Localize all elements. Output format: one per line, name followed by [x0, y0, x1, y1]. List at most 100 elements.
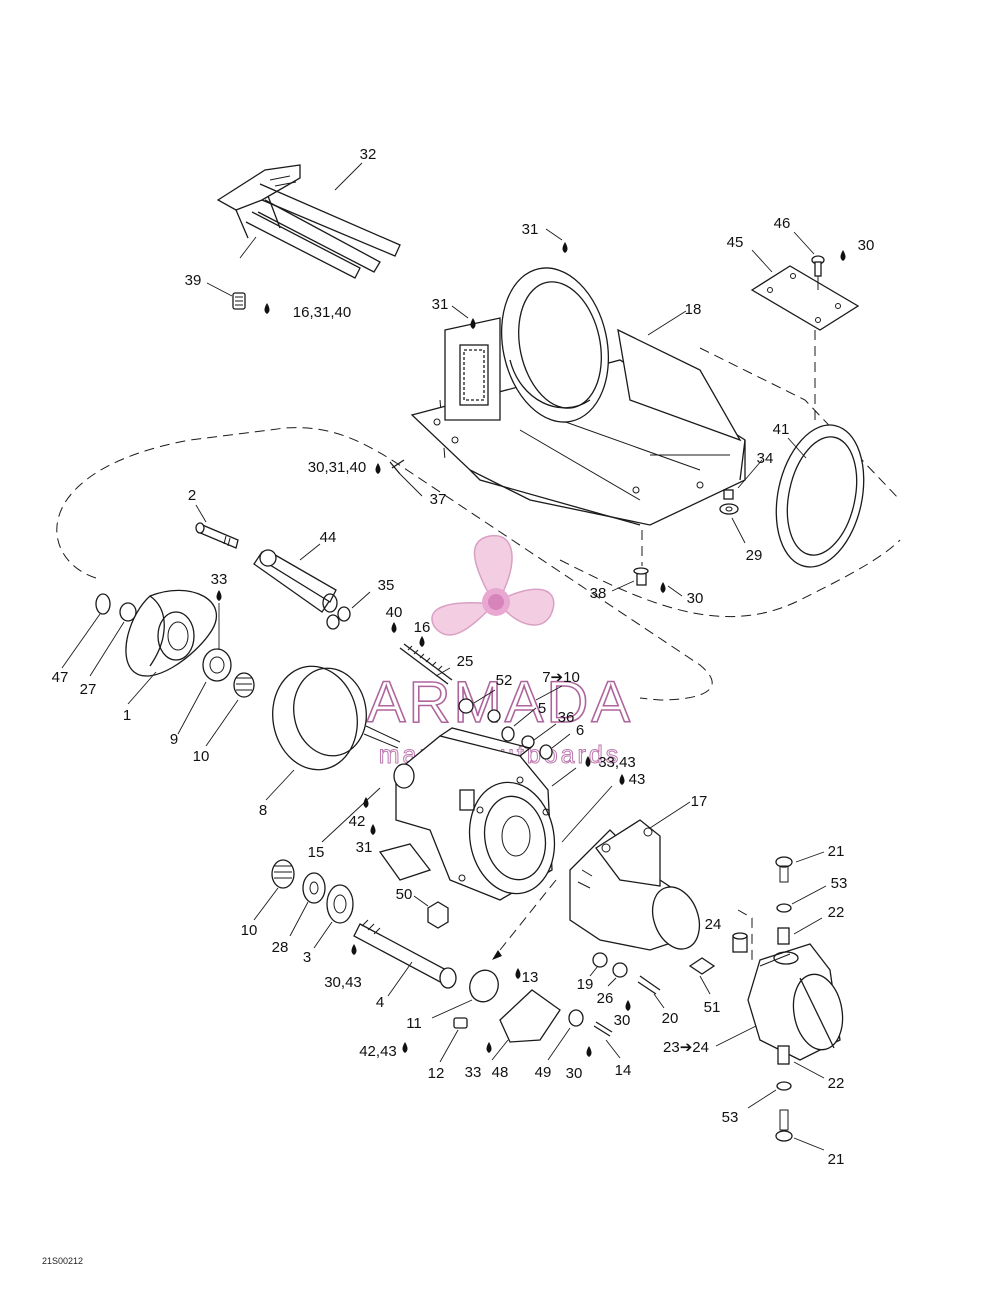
callout-c15: 15: [308, 844, 325, 861]
callout-c19: 19: [577, 976, 594, 993]
part-47-cap: [95, 593, 111, 615]
callout-c28: 28: [272, 939, 289, 956]
part-53-washer-top: [776, 903, 792, 913]
part-45-cover-plate: [750, 265, 860, 331]
part-3-seal: [326, 884, 354, 924]
drawing-code: 21S00212: [42, 1256, 83, 1266]
callout-c49: 49: [535, 1064, 552, 1081]
callout-c30d: 30: [566, 1065, 583, 1082]
part-12-plug: [453, 1017, 468, 1029]
callout-c38: 38: [590, 585, 607, 602]
part-27-ring: [119, 602, 137, 622]
part-50-block: [427, 901, 449, 929]
callout-c29: 29: [746, 547, 763, 564]
part-22-bushing-top: [777, 927, 790, 945]
part-10-spline: [233, 672, 255, 698]
callout-c43: 43: [629, 771, 646, 788]
callout-c163140: 16,31,40: [293, 304, 351, 321]
callout-c26: 26: [597, 990, 614, 1007]
part-48-cone: [486, 968, 561, 1053]
callout-c22a: 22: [828, 904, 845, 921]
armada-watermark: ARMADA marine outboards: [366, 534, 633, 770]
callout-c48: 48: [492, 1064, 509, 1081]
callout-c53b: 53: [722, 1109, 739, 1126]
propeller-logo-icon: [431, 534, 555, 636]
callout-c3343a: 33,43: [598, 754, 636, 771]
part-11-o-ring: [469, 969, 499, 1003]
callout-c33b: 33: [465, 1064, 482, 1081]
callout-c42a: 42: [349, 813, 366, 830]
callout-c37: 37: [430, 491, 447, 508]
callout-c35: 35: [378, 577, 395, 594]
callout-c31a: 31: [522, 221, 539, 238]
callout-c5: 5: [538, 700, 546, 717]
part-10-bushing: [271, 859, 295, 889]
watermark-brand: ARMADA: [367, 670, 633, 735]
callout-c45: 45: [727, 234, 744, 251]
callout-c47: 47: [52, 669, 69, 686]
part-41-ring: [775, 424, 865, 568]
part-4-shaft: [351, 919, 457, 989]
callout-c40: 40: [386, 604, 403, 621]
part-22-bushing-bottom: [777, 1045, 790, 1065]
callout-c31b: 31: [432, 296, 449, 313]
part-2-shaft: [195, 522, 239, 549]
part-25-spring: [391, 622, 453, 685]
part-52-washer: [458, 698, 474, 714]
callout-c3: 3: [303, 949, 311, 966]
part-49-washer: [568, 1009, 584, 1027]
callout-c31c: 31: [356, 839, 373, 856]
callout-c30b: 30: [687, 590, 704, 607]
part-8-wear-ring: [272, 665, 367, 771]
part-26-washer: [612, 962, 628, 978]
part-15-pump-housing: [363, 725, 556, 901]
part-32-adapter: [216, 164, 401, 279]
part-35-o-rings: [326, 606, 351, 630]
callout-c10b: 10: [241, 922, 258, 939]
callout-c710: 7➔10: [542, 669, 580, 686]
callout-c24: 24: [705, 916, 722, 933]
callout-c52: 52: [496, 672, 513, 689]
callout-c6: 6: [576, 722, 584, 739]
part-9-bearing: [202, 590, 232, 682]
callout-c14: 14: [615, 1062, 632, 1079]
part-34-nut: [723, 489, 734, 500]
callout-c41: 41: [773, 421, 790, 438]
hull-outline-dashed: [56, 427, 713, 701]
callout-c18: 18: [685, 301, 702, 318]
callout-c50: 50: [396, 886, 413, 903]
part-21-cap-top: [775, 856, 793, 883]
callout-c33a: 33: [211, 571, 228, 588]
callout-c39: 39: [185, 272, 202, 289]
part-5-nut: [487, 709, 515, 742]
callout-c8: 8: [259, 802, 267, 819]
part-21-cap-bottom: [775, 1109, 793, 1142]
callout-c2: 2: [188, 487, 196, 504]
callout-c30c: 30: [614, 1012, 631, 1029]
callout-c32: 32: [360, 146, 377, 163]
callout-c2324: 23➔24: [663, 1039, 709, 1056]
callout-c36: 36: [558, 709, 575, 726]
callout-c46: 46: [774, 215, 791, 232]
part-46-screw: [811, 250, 846, 277]
callout-c21b: 21: [828, 1151, 845, 1168]
callout-c53a: 53: [831, 875, 848, 892]
callout-c1: 1: [123, 707, 131, 724]
callout-c13: 13: [522, 969, 539, 986]
part-28-washer: [302, 872, 326, 904]
leader-32: [334, 162, 363, 191]
part-14-screw: [586, 1021, 613, 1057]
part-23-steering-nozzle: [747, 943, 844, 1061]
dashed-guide-right: [699, 330, 901, 501]
part-37-screw: [375, 459, 405, 475]
callout-c11: 11: [406, 1015, 422, 1032]
part-1-impeller: [125, 589, 218, 677]
callout-c34: 34: [757, 450, 774, 467]
callout-c51: 51: [704, 999, 721, 1016]
callout-c25: 25: [457, 653, 474, 670]
part-19-washer: [592, 952, 608, 968]
callout-c22b: 22: [828, 1075, 845, 1092]
callout-c27: 27: [80, 681, 97, 698]
